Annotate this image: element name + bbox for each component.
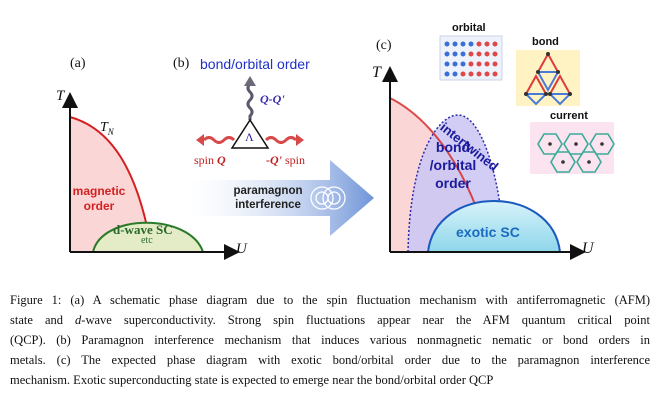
spin-q2-arrow	[296, 134, 304, 146]
bond-inset	[516, 50, 580, 106]
spin-q2-word: spin	[285, 153, 306, 167]
caption-l2-b: -wave superconductivity. Strong spin flu…	[81, 313, 650, 327]
caption-line-4: metals. (c) The expected phase diagram w…	[10, 353, 650, 367]
bond-orbital-label: bond /orbital order	[420, 138, 486, 192]
caption-line-1: Figure 1: (a) A schematic phase diagram …	[10, 293, 650, 307]
paramagnon-line-2: interference	[235, 199, 301, 211]
exotic-sc-dome	[426, 200, 562, 253]
figure-caption: Figure 1: (a) A schematic phase diagram …	[10, 290, 650, 390]
spin-q-arrow	[196, 134, 204, 146]
spin-q2-label: -Q' spin	[266, 153, 305, 168]
spin-q-label: spin Q	[194, 153, 226, 168]
qq-arrow-head	[244, 76, 256, 86]
panel-c	[382, 35, 615, 260]
bond-line-3: order	[435, 175, 471, 191]
lambda-triangle	[230, 118, 270, 149]
panel-a-label: (a)	[70, 56, 86, 71]
spin-q2-symbol: -Q'	[266, 153, 282, 167]
figure-canvas	[62, 35, 615, 260]
panel-b-label: (b)	[173, 56, 190, 71]
tn-label: TN	[100, 120, 114, 137]
exotic-sc-label: exotic SC	[456, 224, 520, 240]
orbital-inset-label: orbital	[452, 22, 486, 34]
axis-t-label-c: T	[372, 64, 381, 81]
dwave-sc-label: d-wave SC	[113, 222, 173, 237]
paramagnon-line-1: paramagnon	[233, 185, 303, 197]
orbital-inset	[439, 35, 503, 81]
bond-line-2: /orbital	[429, 157, 477, 173]
bond-inset-label: bond	[532, 36, 559, 48]
tn-sub: N	[107, 126, 114, 137]
bond-orbital-order-title: bond/orbital order	[200, 56, 310, 72]
panel-b	[188, 76, 374, 236]
bond-line-1: bond	[435, 139, 471, 155]
paramagnon-label: paramagnon interference	[218, 184, 318, 212]
lambda-label: Λ	[245, 130, 254, 144]
axis-t-label-a: T	[56, 88, 65, 104]
spin-q-wavy-line	[202, 136, 236, 144]
panel-a	[62, 92, 240, 260]
current-inset-label: current	[550, 110, 588, 122]
magnetic-order-region	[70, 117, 152, 252]
qq-label: Q-Q'	[260, 92, 285, 106]
qq-wavy-line	[246, 82, 254, 120]
dwave-sc-dome	[91, 221, 205, 253]
magnetic-line-1: magnetic	[72, 184, 126, 198]
etc-label: etc	[141, 235, 153, 246]
tn-main: T	[100, 120, 108, 135]
axis-u-label-c: U	[582, 240, 594, 257]
caption-line-5: mechanism. Exotic superconducting state …	[10, 373, 494, 387]
magnetic-line-2: order	[83, 199, 115, 213]
spin-q-word: spin	[194, 153, 215, 167]
panel-c-label: (c)	[376, 38, 392, 53]
spin-q-symbol: Q	[217, 153, 226, 167]
caption-line-3: (QCP). (b) Paramagnon interference mecha…	[10, 333, 650, 347]
axis-u-label-a: U	[236, 241, 247, 257]
interference-icon	[310, 186, 346, 210]
caption-line-2: state and d-wave superconductivity. Stro…	[10, 310, 650, 330]
spin-q2-wavy-line	[264, 136, 298, 144]
bond-orbital-boundary	[407, 114, 506, 253]
current-inset	[530, 122, 615, 174]
caption-l2-d: d	[75, 313, 82, 327]
caption-l2-a: state and	[10, 313, 76, 327]
magnetic-order-label: magnetic order	[70, 184, 128, 214]
paramagnon-arrow	[188, 160, 374, 236]
